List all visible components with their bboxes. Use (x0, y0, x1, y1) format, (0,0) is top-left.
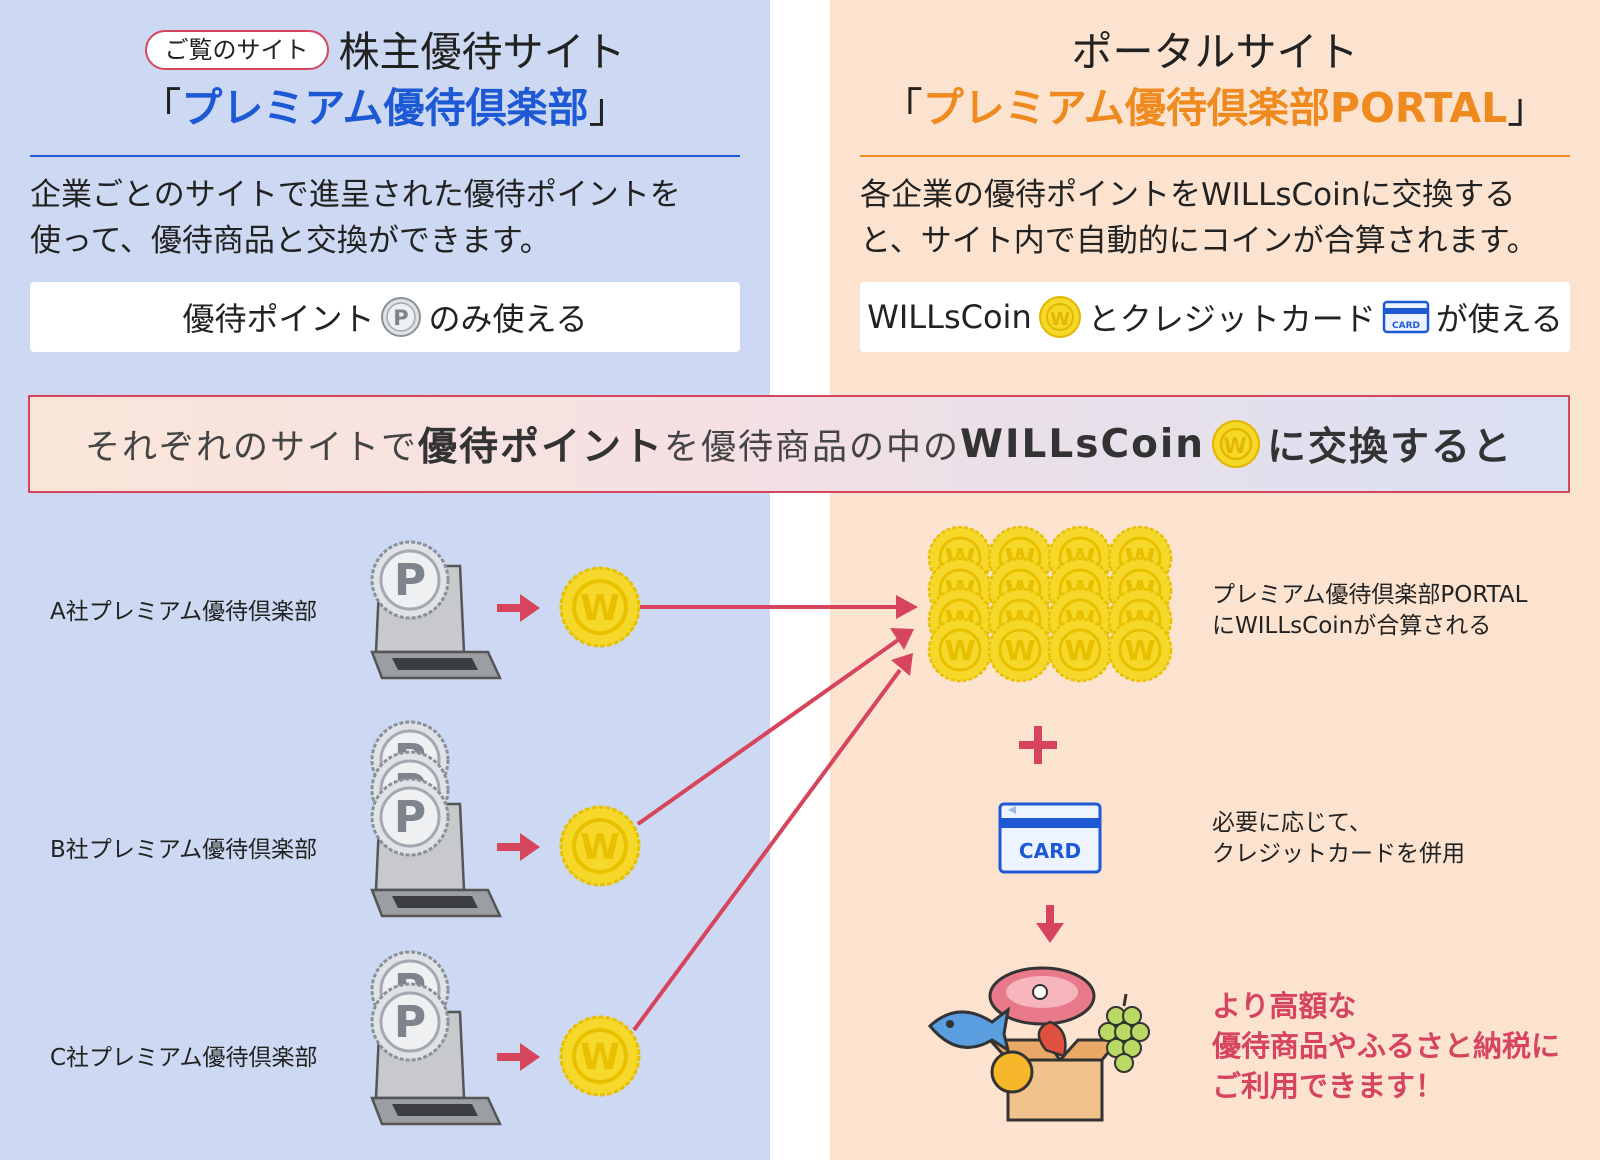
arrow-icon (640, 595, 918, 619)
laptop-icon (370, 540, 502, 680)
credit-card-icon: CARD (998, 802, 1102, 874)
arrow-icon (636, 628, 914, 826)
gift-box-icon (927, 966, 1150, 1122)
willscoin-icon: W (1211, 419, 1261, 469)
right-usage-text1: とクレジットカード (1087, 300, 1376, 338)
right-site-name: プレミアム優待倶楽部PORTAL (922, 84, 1508, 132)
right-title: ポータルサイト (1071, 28, 1359, 76)
willscoin-icon (559, 1015, 641, 1097)
willscoin-icon (559, 566, 641, 648)
right-description: 各企業の優待ポイントをWILLsCoinに交換する と、サイト内で自動的にコイン… (860, 172, 1575, 264)
credit-card-icon: CARD (1382, 300, 1430, 334)
card-info-line2: クレジットカードを併用 (1212, 841, 1465, 867)
exchange-banner: それぞれのサイトで 優待ポイント を優待商品の中の WILLsCoin W に交… (28, 395, 1570, 493)
row-label-a: A社プレミアム優待倶楽部 (50, 599, 318, 625)
left-title: 株主優待サイト (338, 28, 626, 76)
banner-bold-exchange: に交換すると (1267, 425, 1514, 470)
right-header: ポータルサイト 「プレミアム優待倶楽部PORTAL」 (860, 24, 1570, 136)
laptop-icon (370, 950, 502, 1126)
left-divider (30, 155, 740, 157)
final-message: より高額な 優待商品やふるさと納税に ご利用できます！ (1212, 986, 1560, 1106)
left-site-name: プレミアム優待倶楽部 (181, 84, 589, 132)
row-label-c: C社プレミアム優待倶楽部 (50, 1045, 318, 1071)
right-usage-text2: が使える (1435, 300, 1563, 338)
willscoin-icon (559, 805, 641, 887)
left-usage-text2: のみ使える (428, 300, 588, 338)
banner-bold-coin: WILLsCoin (960, 421, 1206, 467)
point-coin-icon: P (380, 296, 422, 338)
arrow-icon (632, 653, 913, 1032)
right-desc-line2: と、サイト内で自動的にコインが合算されます。 (860, 223, 1538, 259)
viewing-site-tag: ご覧のサイト (144, 30, 329, 70)
right-usage-coin-text: WILLsCoin (867, 298, 1032, 336)
arrow-icon (497, 594, 540, 622)
right-usage-box: WILLsCoin W とクレジットカード CARD が使える (860, 282, 1570, 352)
banner-text1: それぞれのサイトで (84, 427, 418, 468)
final-line1: より高額な (1212, 989, 1357, 1023)
left-desc-line1: 企業ごとのサイトで進呈された優待ポイントを (30, 177, 681, 213)
arrow-icon (497, 1043, 540, 1071)
sum-info-line1: プレミアム優待倶楽部PORTAL (1212, 582, 1528, 608)
final-line3: ご利用できます！ (1212, 1069, 1445, 1103)
left-header: ご覧のサイト株主優待サイト 「プレミアム優待倶楽部」 (140, 28, 630, 132)
card-icon-label: CARD (1019, 839, 1081, 863)
plus-icon (1019, 726, 1057, 764)
laptop-icon (370, 720, 502, 918)
sum-info-line2: にWILLsCoinが合算される (1212, 613, 1492, 639)
right-divider (860, 155, 1570, 157)
arrow-icon (497, 833, 540, 861)
svg-text:W: W (1050, 309, 1070, 330)
final-line2: 優待商品やふるさと納税に (1212, 1029, 1561, 1063)
svg-text:CARD: CARD (1392, 321, 1420, 331)
svg-text:P: P (394, 306, 409, 330)
coin-pile (927, 525, 1173, 683)
banner-bold-points: 優待ポイント (417, 425, 664, 470)
left-usage-box: 優待ポイント P のみ使える (30, 282, 740, 352)
sum-info: プレミアム優待倶楽部PORTAL にWILLsCoinが合算される (1212, 580, 1527, 642)
left-description: 企業ごとのサイトで進呈された優待ポイントを 使って、優待商品と交換ができます。 (30, 172, 745, 264)
card-info: 必要に応じて、 クレジットカードを併用 (1212, 808, 1465, 870)
arrow-icon (1036, 905, 1064, 943)
left-usage-text1: 優待ポイント (182, 300, 375, 338)
banner-text2: を優待商品の中の (664, 427, 961, 468)
willscoin-icon: W (1038, 295, 1082, 339)
card-info-line1: 必要に応じて、 (1212, 810, 1372, 836)
left-desc-line2: 使って、優待商品と交換ができます。 (30, 223, 551, 259)
right-desc-line1: 各企業の優待ポイントをWILLsCoinに交換する (860, 177, 1516, 213)
row-label-b: B社プレミアム優待倶楽部 (50, 837, 318, 863)
svg-text:W: W (1223, 434, 1248, 458)
